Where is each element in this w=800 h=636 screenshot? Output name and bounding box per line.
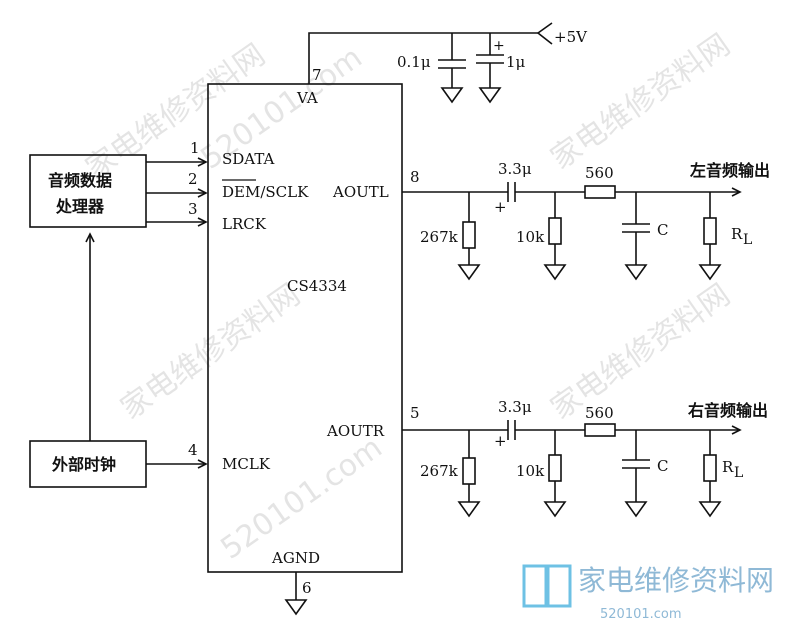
right-output-arrow (731, 425, 742, 435)
ground-icon (543, 501, 567, 518)
pin-label-mclk: MCLK (222, 455, 271, 473)
ground-icon (698, 501, 722, 518)
left-r2 (548, 217, 562, 245)
left-output-label: 左音频输出 (689, 161, 770, 180)
cap2-plus: + (493, 38, 505, 54)
supply-arrow (536, 22, 553, 45)
right-rl (703, 454, 717, 482)
right-series-resistor-label: 560 (585, 404, 614, 422)
left-output-arrow (731, 187, 742, 197)
svg-text:家电维修资料网: 家电维修资料网 (115, 277, 307, 426)
right-cap-plus: + (494, 432, 507, 450)
pin-number-aoutl: 8 (410, 168, 420, 186)
svg-text:520101.com: 520101.com (215, 430, 389, 567)
right-rl-label: R (722, 458, 734, 476)
chip-body (207, 83, 403, 573)
pin-label-agnd: AGND (271, 549, 320, 567)
pin-number-sdata: 1 (190, 139, 200, 157)
pin-number-mclk: 4 (188, 441, 198, 459)
pin-number-dem-sclk: 2 (188, 170, 198, 188)
pin-number-lrck: 3 (188, 200, 198, 218)
audio-processor-block (29, 154, 147, 228)
supply-label: +5V (554, 28, 588, 46)
right-r1-label: 267k (420, 462, 459, 480)
lrck-arrow (197, 217, 208, 227)
ground-icon (624, 501, 648, 518)
ground-icon (624, 264, 648, 281)
ground-icon (698, 264, 722, 281)
watermark-logo: 家电维修资料网 520101.com (522, 564, 774, 622)
pin-label-dem-sclk: DEM/SCLK (222, 183, 309, 201)
left-series-resistor (584, 185, 616, 199)
watermark-logo-text: 家电维修资料网 (578, 564, 774, 597)
ground-icon (284, 599, 308, 616)
right-rl-sub: L (734, 465, 743, 481)
left-series-resistor-label: 560 (585, 164, 614, 182)
dem-sclk-arrow (197, 188, 208, 198)
right-r2-label: 10k (516, 462, 545, 480)
audio-processor-label-2: 处理器 (55, 197, 105, 216)
audio-processor-label-1: 音频数据 (48, 171, 112, 190)
right-series-resistor (584, 423, 616, 437)
pin-number-aoutr: 5 (410, 404, 420, 422)
left-r1-label: 267k (420, 228, 459, 246)
ground-icon (440, 87, 464, 104)
left-rl-label: R (731, 225, 743, 243)
right-cap-label: 3.3μ (498, 398, 532, 416)
right-r1 (462, 457, 476, 485)
left-rl-sub: L (743, 232, 752, 248)
right-c-label: C (657, 457, 668, 475)
cap2-label: 1μ (506, 53, 526, 71)
pin-label-sdata: SDATA (222, 150, 274, 168)
ground-icon (457, 501, 481, 518)
svg-text:家电维修资料网: 家电维修资料网 (545, 27, 737, 176)
watermark-logo-url: 520101.com (600, 607, 682, 622)
right-r2 (548, 454, 562, 482)
left-cap-plus: + (494, 198, 507, 216)
right-output-label: 右音频输出 (688, 401, 768, 420)
sdata-arrow (197, 157, 208, 167)
watermark: 家电维修资料网 520101.com 家电维修资料网 家电维修资料网 52010… (80, 27, 737, 566)
ground-icon (478, 87, 502, 104)
left-r2-label: 10k (516, 228, 545, 246)
external-clock-label: 外部时钟 (51, 455, 116, 474)
pin-number-va: 7 (312, 66, 322, 84)
pin-label-aoutl: AOUTL (332, 183, 389, 201)
mclk-arrow (197, 459, 208, 469)
pin-label-aoutr: AOUTR (326, 422, 385, 440)
book-icon (522, 564, 548, 608)
left-rl (703, 217, 717, 245)
ground-icon (543, 264, 567, 281)
pin-number-agnd: 6 (302, 579, 312, 597)
left-c-label: C (657, 221, 668, 239)
book-icon (546, 564, 572, 608)
pin-label-va: VA (296, 89, 318, 107)
cap1-label: 0.1μ (397, 53, 431, 71)
clock-to-processor-arrow (85, 232, 95, 243)
ground-icon (457, 264, 481, 281)
supply-wire (308, 32, 538, 84)
left-cap-label: 3.3μ (498, 160, 532, 178)
left-r1 (462, 221, 476, 249)
pin-label-lrck: LRCK (222, 215, 267, 233)
chip-name: CS4334 (287, 277, 347, 295)
